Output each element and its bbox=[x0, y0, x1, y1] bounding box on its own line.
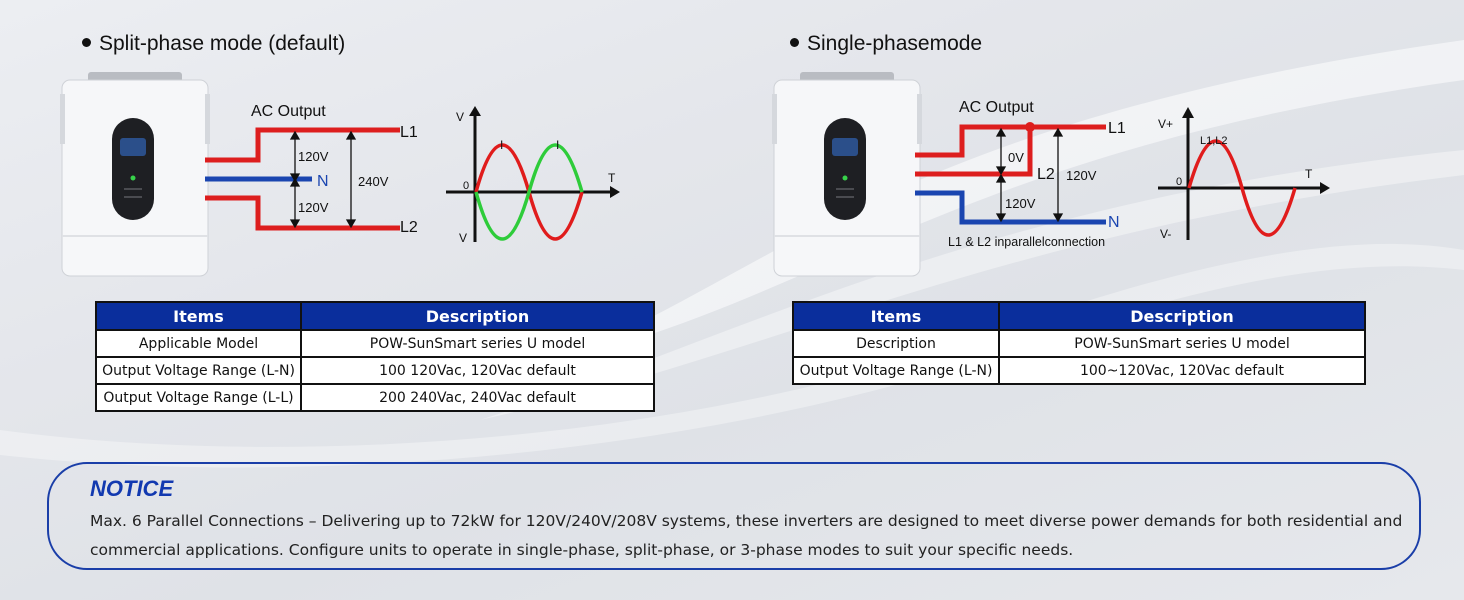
voltage-l1-n: 120V bbox=[298, 149, 329, 164]
table-row: Applicable Model POW-SunSmart series U m… bbox=[95, 329, 655, 358]
notice-text: Max. 6 Parallel Connections – Delivering… bbox=[90, 512, 1403, 559]
zero-label: 0 bbox=[1176, 176, 1182, 188]
table-cell: 100 120Vac, 120Vac default bbox=[300, 356, 655, 385]
l2-wire bbox=[915, 127, 1033, 177]
n-label: N bbox=[1108, 214, 1120, 231]
split-phase-wiring-diagram: AC Output L1 N L2 120V 120V 240V bbox=[205, 103, 418, 236]
pos-label: V+ bbox=[1158, 117, 1173, 131]
single-phase-spec-table: Items Description Description POW-SunSma… bbox=[792, 301, 1366, 385]
junction-dot bbox=[1025, 122, 1035, 132]
table-cell: POW-SunSmart series U model bbox=[300, 329, 655, 358]
series-label: L1,L2 bbox=[1200, 135, 1228, 147]
header-description: Description bbox=[300, 301, 655, 331]
peak-label-1: I bbox=[500, 138, 503, 152]
table-header-row: Items Description bbox=[792, 301, 1366, 331]
table-row: Output Voltage Range (L-L) 200 240Vac, 2… bbox=[95, 383, 655, 412]
table-header-row: Items Description bbox=[95, 301, 655, 331]
neutral-wire bbox=[915, 190, 1106, 225]
n-label: N bbox=[317, 173, 329, 190]
bullet-icon bbox=[82, 37, 91, 47]
table-row: Output Voltage Range (L-N) 100~120Vac, 1… bbox=[792, 356, 1366, 385]
y-axis-label: V bbox=[456, 110, 464, 124]
notice-box: NOTICE Max. 6 Parallel Connections – Del… bbox=[47, 462, 1421, 570]
inverter-image-left bbox=[60, 72, 210, 277]
split-phase-heading-text: Split-phase mode (default) bbox=[99, 32, 346, 55]
parallel-caption: L1 & L2 inparallelconnection bbox=[948, 235, 1105, 249]
x-axis-label: T bbox=[608, 171, 616, 185]
table-cell: Output Voltage Range (L-N) bbox=[792, 356, 1000, 385]
l1-label: L1 bbox=[1108, 120, 1126, 137]
inverter-image-right bbox=[772, 72, 922, 277]
voltage-l1-l2: 0V bbox=[1008, 150, 1024, 165]
single-phase-wiring-diagram: AC Output L1 L2 N 0V 120V 120V L1 & L2 i… bbox=[915, 99, 1126, 249]
voltage-l1-n: 120V bbox=[1005, 196, 1036, 211]
header-description: Description bbox=[998, 301, 1366, 331]
neg-label: V bbox=[459, 231, 467, 245]
single-phase-heading: Single-phasemode bbox=[790, 32, 982, 56]
ac-output-label: AC Output bbox=[959, 99, 1034, 116]
table-cell: Output Voltage Range (L-N) bbox=[95, 356, 302, 385]
split-phase-waveform: V 0 V T I I bbox=[446, 106, 620, 245]
voltage-l2-n: 120V bbox=[1066, 168, 1097, 183]
zero-label: 0 bbox=[463, 180, 469, 192]
l1-l2-sine bbox=[1187, 139, 1297, 237]
l1-label: L1 bbox=[400, 124, 418, 141]
single-phase-waveform: V+ 0 V- T L1,L2 bbox=[1158, 107, 1330, 241]
l1-wire bbox=[205, 127, 400, 163]
table-cell: 200 240Vac, 240Vac default bbox=[300, 383, 655, 412]
table-row: Output Voltage Range (L-N) 100 120Vac, 1… bbox=[95, 356, 655, 385]
voltage-n-l2: 120V bbox=[298, 200, 329, 215]
neg-label: V- bbox=[1160, 227, 1171, 241]
table-cell: Description bbox=[792, 329, 1000, 358]
voltage-l1-l2: 240V bbox=[358, 174, 389, 189]
header-items: Items bbox=[792, 301, 1000, 331]
l2-wire bbox=[205, 195, 400, 231]
x-axis-label: T bbox=[1305, 167, 1313, 181]
ac-output-label: AC Output bbox=[251, 103, 326, 120]
peak-label-2: I bbox=[556, 138, 559, 152]
single-phase-heading-text: Single-phasemode bbox=[807, 32, 983, 55]
l2-label: L2 bbox=[400, 219, 418, 236]
l2-label: L2 bbox=[1037, 166, 1055, 183]
bullet-icon bbox=[790, 37, 799, 47]
notice-title: NOTICE bbox=[90, 476, 174, 501]
table-row: Description POW-SunSmart series U model bbox=[792, 329, 1366, 358]
split-phase-spec-table: Items Description Applicable Model POW-S… bbox=[95, 301, 655, 412]
split-phase-heading: Split-phase mode (default) bbox=[82, 32, 345, 56]
table-cell: Applicable Model bbox=[95, 329, 302, 358]
header-items: Items bbox=[95, 301, 302, 331]
phase-l2-sine bbox=[474, 143, 584, 241]
table-cell: Output Voltage Range (L-L) bbox=[95, 383, 302, 412]
table-cell: POW-SunSmart series U model bbox=[998, 329, 1366, 358]
table-cell: 100~120Vac, 120Vac default bbox=[998, 356, 1366, 385]
